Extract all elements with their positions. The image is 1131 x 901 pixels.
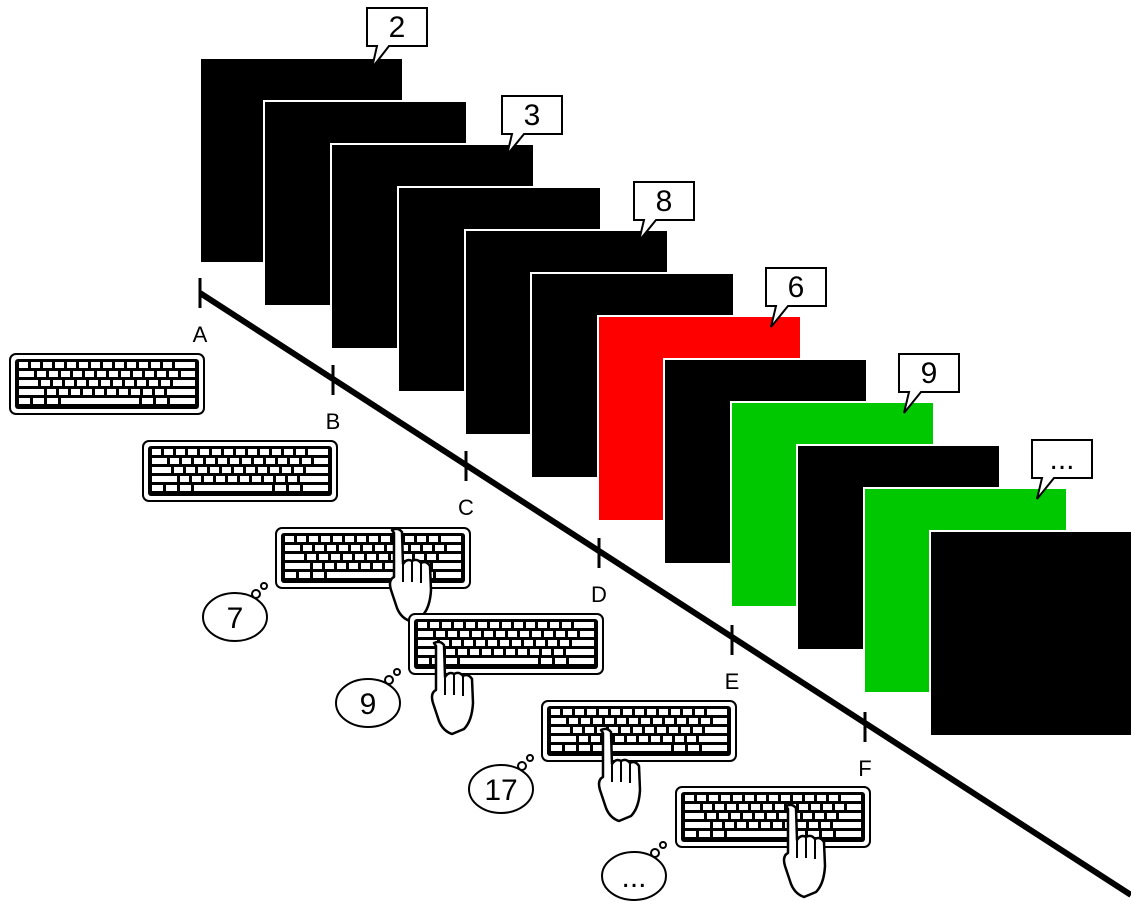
tick-label-c: C [458, 495, 474, 520]
keyboard-6 [676, 787, 870, 897]
thought-label: 17 [484, 774, 517, 807]
thought-bubble-2: 9 [336, 669, 400, 727]
callout-label: 2 [389, 11, 406, 44]
callout-label: 6 [788, 271, 805, 304]
keyboard-2 [143, 441, 337, 501]
callout-label: 9 [921, 357, 938, 390]
thought-label: ... [621, 861, 646, 894]
thought-bubble-4: ... [602, 842, 666, 900]
keyboard-icon [276, 528, 470, 588]
callout-label: 8 [656, 185, 673, 218]
tick-label-b: B [326, 409, 341, 434]
thought-bubble-1: 7 [203, 583, 267, 641]
tick-label-a: A [193, 322, 208, 347]
tick-label-d: D [591, 582, 607, 607]
thought-label: 7 [227, 602, 244, 635]
tick-label-e: E [725, 669, 740, 694]
thought-bubble-3: 17 [469, 755, 533, 813]
screen-12 [930, 531, 1131, 736]
tick-label-f: F [858, 756, 871, 781]
callout-label: ... [1049, 443, 1074, 476]
screen-sequence [200, 58, 1131, 736]
keyboard-1 [10, 354, 204, 414]
thought-label: 9 [360, 688, 377, 721]
keyboard-3 [276, 528, 470, 621]
callout-label: 3 [524, 99, 541, 132]
keyboard-icon [676, 787, 870, 847]
keyboard-icon [542, 701, 736, 761]
keyboard-icon [143, 441, 337, 501]
keyboard-icon [10, 354, 204, 414]
